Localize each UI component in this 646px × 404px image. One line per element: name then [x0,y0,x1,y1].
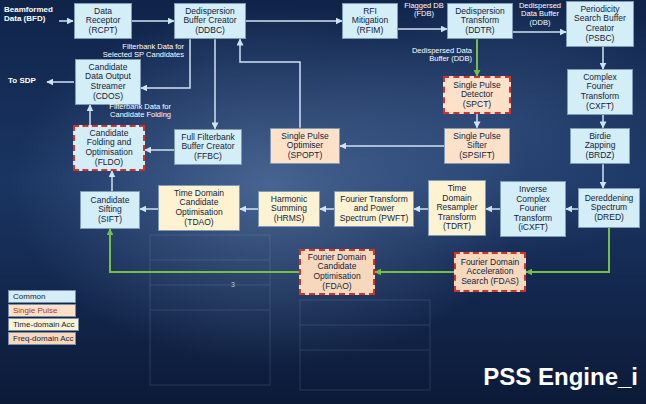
edge-label: Dedispersed Data Buffer (DDB) [400,47,472,64]
legend-text: Common [13,293,45,301]
flow-arrow [398,28,447,30]
box-text: Harmonic Summing (HRMS) [263,195,315,224]
box-text: Data Receptor (RCPT) [79,7,127,36]
flow-arrow [602,115,604,128]
flow-arrow [320,208,334,210]
flow-arrow [375,271,454,273]
process-box: Time Domain Candidate Optimisation (TDAO… [158,185,240,231]
legend-swatch: Common [8,290,76,303]
edge-label: Filterbank Data for Candidate Folding [96,103,171,120]
process-box: Dedispersion Transform (DDTR) [447,3,513,40]
legend-text: Single Pulse [13,307,57,315]
process-box: Candidate Sifting (SIFT) [80,191,140,229]
flow-arrow [340,145,444,147]
process-box: Candidate Data Output Streamer (CDOS) [75,59,141,105]
process-box: Fourier Domain Acceleration Search (FDAS… [454,252,526,292]
flow-arrow [111,171,113,191]
process-box: Complex Fourier Transform (CXFT) [567,69,633,115]
output-arrow [47,81,74,83]
output-label: To SDP [8,77,48,86]
legend-swatch: Freq-domain Acc [8,332,76,345]
flow-arrow [476,39,478,76]
box-text: Dereddening Spectrum (DRED) [583,194,635,223]
process-box: Time Domain Resampler Transform (TDRT) [428,180,486,236]
process-box: Harmonic Summing (HRMS) [258,191,320,228]
box-text: Fourier Domain Acceleration Search (FDAS… [459,258,521,287]
flow-arrow [110,229,299,272]
process-box: Candidate Folding and Optimisation (FLDO… [73,125,145,171]
flow-arrow [414,208,428,210]
flow-arrow [476,114,478,128]
callout-number: 3 [231,281,241,289]
box-text: Fourier Transform and Power Spectrum (PW… [339,195,409,224]
box-text: Fourier Domain Candidate Optimisation (F… [304,253,370,291]
flow-arrow [566,208,578,210]
flow-arrow [486,208,500,210]
legend-swatch: Single Pulse [8,304,76,317]
input-label: Beamformed Data (BFD) [4,6,58,24]
box-text: Single Pulse Optimiser (SPOPT) [275,132,335,161]
legend-text: Time-domain Acc [13,321,75,329]
flow-arrow [214,39,216,128]
box-text: Candidate Folding and Optimisation (FLDO… [78,129,140,167]
box-text: Full Filterbank Buffer Creator (FFBC) [179,133,237,162]
server-rack [150,235,430,390]
process-box: Data Receptor (RCPT) [74,3,132,40]
process-box: Dedispersion Buffer Creator (DDBC) [174,3,246,40]
box-text: Dedispersion Buffer Creator (DDBC) [179,7,241,36]
process-box: RFI Mitigation (RFIM) [342,3,398,40]
flow-arrow [513,31,566,33]
engine-title: PSS Engine_i [420,364,638,390]
process-box: Periodicity Search Buffer Creator (PSBC) [566,1,634,47]
process-box: Birdie Zapping (BRDZ) [570,128,630,165]
box-text: Inverse Complex Fourier Transform (iCXFT… [505,185,561,233]
process-box: Single Pulse Optimiser (SPOPT) [270,128,340,165]
input-arrow [59,20,73,22]
box-text: Periodicity Search Buffer Creator (PSBC) [571,5,629,43]
edge-label: Dedispersed Data Buffer (DDB) [514,2,566,27]
process-box: Dereddening Spectrum (DRED) [578,188,640,228]
flow-arrow [240,208,258,210]
flow-arrow [140,208,158,210]
legend-swatch: Time-domain Acc [8,318,79,331]
process-box: Full Filterbank Buffer Creator (FFBC) [174,129,242,166]
flow-arrow [240,39,300,127]
box-text: Birdie Zapping (BRDZ) [575,132,625,161]
process-box: Single Pulse Detector (SPCT) [443,76,511,114]
box-text: Time Domain Resampler Transform (TDRT) [433,184,481,232]
box-text: RFI Mitigation (RFIM) [347,7,393,36]
box-text: Dedispersion Transform (DDTR) [452,7,508,36]
edge-label: Filterbank Data for Selected SP Candidat… [92,43,184,60]
legend-text: Freq-domain Acc [13,335,73,343]
process-box: Fourier Domain Candidate Optimisation (F… [299,249,375,295]
box-text: Candidate Data Output Streamer (CDOS) [80,63,136,101]
process-box: Fourier Transform and Power Spectrum (PW… [334,191,414,228]
box-text: Time Domain Candidate Optimisation (TDAO… [163,189,235,227]
flow-arrow [132,20,174,22]
flow-arrow [602,47,604,69]
box-text: Single Pulse Detector (SPCT) [448,81,506,110]
box-text: Single Pulse Sifter (SPSIFT) [449,132,505,161]
box-text: Complex Fourier Transform (CXFT) [572,73,628,111]
flow-arrow [89,105,91,125]
flow-arrow [602,164,604,188]
process-box: Inverse Complex Fourier Transform (iCXFT… [500,181,566,237]
flow-arrow [145,149,174,151]
box-text: Candidate Sifting (SIFT) [85,196,135,225]
flow-arrow [246,20,342,22]
process-box: Single Pulse Sifter (SPSIFT) [444,128,510,165]
edge-label: Flagged DB (FDB) [399,2,449,19]
